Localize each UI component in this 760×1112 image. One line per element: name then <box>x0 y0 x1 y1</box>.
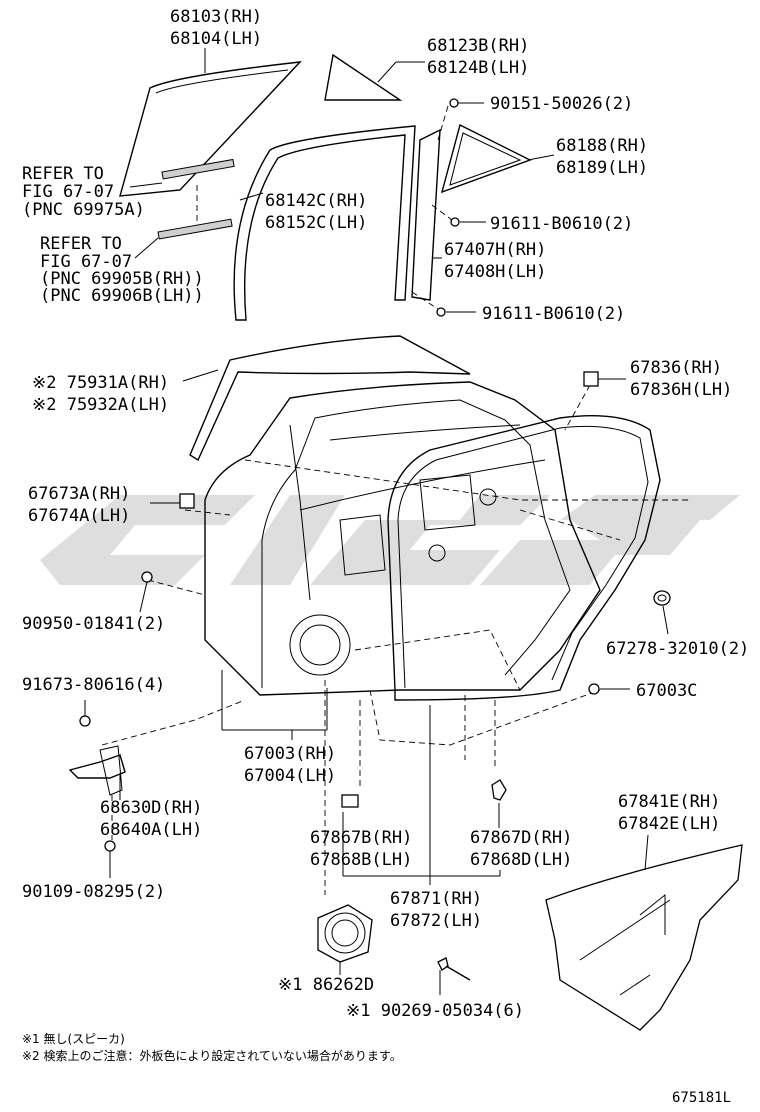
clip-67836 <box>583 371 626 387</box>
label-bolt-check: 91673-80616(4) <box>22 675 165 695</box>
label-weatherstrip-lh: 67872(LH) <box>390 911 482 931</box>
label-panel-sub: 67003C <box>636 681 697 701</box>
label-refer2-line4: (PNC 69906B(LH)) <box>40 286 204 306</box>
speaker <box>317 904 373 975</box>
label-quarter-frame-rh: 68188(RH) <box>556 136 648 156</box>
label-clip-b-lh: 67868B(LH) <box>310 850 412 870</box>
clip-67867B <box>341 794 359 876</box>
cushion-67278 <box>653 590 671 635</box>
label-clip-d-lh: 67868D(LH) <box>470 850 572 870</box>
label-quarter-frame-lh: 68189(LH) <box>556 158 648 178</box>
label-clip-top-right-lh: 67836H(LH) <box>630 380 732 400</box>
label-bolt1: 91611-B0610(2) <box>490 214 633 234</box>
label-glass-rh: 68103(RH) <box>170 7 262 27</box>
label-frame-moulding-lh: ※2 75932A(LH) <box>32 395 169 415</box>
glass-channel-upper <box>129 158 235 188</box>
clip-67867D <box>491 779 507 828</box>
label-division-bar-rh: 67407H(RH) <box>444 240 546 260</box>
label-speaker: ※1 86262D <box>278 975 374 995</box>
footnote-1: ※1 無し(スピーカ) <box>22 1031 125 1046</box>
labels: 68103(RH) 68104(LH) 68123B(RH) 68124B(LH… <box>22 7 749 1106</box>
label-screw-top: 90151-50026(2) <box>490 94 633 114</box>
bolt-91611-upper <box>450 217 486 227</box>
assembly-lines <box>101 384 690 895</box>
label-clip-d-rh: 67867D(RH) <box>470 828 572 848</box>
label-speaker-screw: ※1 90269-05034(6) <box>346 1001 524 1021</box>
label-bolt-bottom: 90109-08295(2) <box>22 882 165 902</box>
label-clip-left-rh: 67673A(RH) <box>28 484 130 504</box>
label-cushion-right: 67278-32010(2) <box>606 639 749 659</box>
label-quarter-glass-rh: 68123B(RH) <box>427 36 529 56</box>
door-weatherstrip <box>387 415 661 701</box>
screw-90151 <box>449 98 484 108</box>
bolt-91611-lower <box>436 307 476 317</box>
label-refer1-line2: FIG 67-07 <box>22 182 114 202</box>
label-frame-moulding-rh: ※2 75931A(RH) <box>32 373 169 393</box>
label-refer2-line3: (PNC 69905B(RH)) <box>40 269 204 289</box>
label-run-channel-rh: 68142C(RH) <box>265 191 367 211</box>
label-glass-lh: 68104(LH) <box>170 29 262 49</box>
run-channel <box>233 125 416 321</box>
door-trim-board <box>545 834 743 1031</box>
label-trim-board-lh: 67842E(LH) <box>618 814 720 834</box>
label-check-arm-lh: 68640A(LH) <box>100 820 202 840</box>
bolt-67003C <box>588 683 630 695</box>
label-bolt2: 91611-B0610(2) <box>482 304 625 324</box>
frame-moulding <box>182 335 471 462</box>
label-quarter-glass-lh: 68124B(LH) <box>427 58 529 78</box>
door-check-arm <box>68 700 126 878</box>
label-refer2-line2: FIG 67-07 <box>40 252 132 272</box>
weatherstrip-leader <box>343 705 501 885</box>
plug-90950 <box>139 571 153 613</box>
label-door-panel-rh: 67003(RH) <box>244 744 336 764</box>
speaker-screw <box>437 957 471 995</box>
quarter-glass <box>324 53 403 101</box>
label-door-panel-lh: 67004(LH) <box>244 766 336 786</box>
label-check-arm-rh: 68630D(RH) <box>100 798 202 818</box>
label-division-bar-lh: 67408H(LH) <box>444 262 546 282</box>
label-refer1-line3: (PNC 69975A) <box>22 200 145 220</box>
footnote-2: ※2 検索上のご注意：外板色により設定されていない場合があります。 <box>22 1048 402 1063</box>
quarter-frame <box>440 123 555 194</box>
label-clip-b-rh: 67867B(RH) <box>310 828 412 848</box>
division-bar <box>411 128 441 301</box>
label-run-channel-lh: 68152C(LH) <box>265 213 367 233</box>
label-clip-left-lh: 67674A(LH) <box>28 506 130 526</box>
label-refer2-line1: REFER TO <box>40 234 122 254</box>
door-panel <box>204 381 601 696</box>
label-weatherstrip-rh: 67871(RH) <box>390 889 482 909</box>
figure-code: 675181L <box>672 1090 731 1106</box>
clip-67673A <box>150 493 195 509</box>
label-refer1-line1: REFER TO <box>22 164 104 184</box>
label-trim-board-rh: 67841E(RH) <box>618 792 720 812</box>
door-panel-leader <box>221 670 328 740</box>
label-plug-left: 90950-01841(2) <box>22 614 165 634</box>
watermark <box>40 495 740 585</box>
glass-channel-lower <box>134 218 233 259</box>
door-glass <box>119 61 302 197</box>
label-clip-top-right-rh: 67836(RH) <box>630 358 722 378</box>
